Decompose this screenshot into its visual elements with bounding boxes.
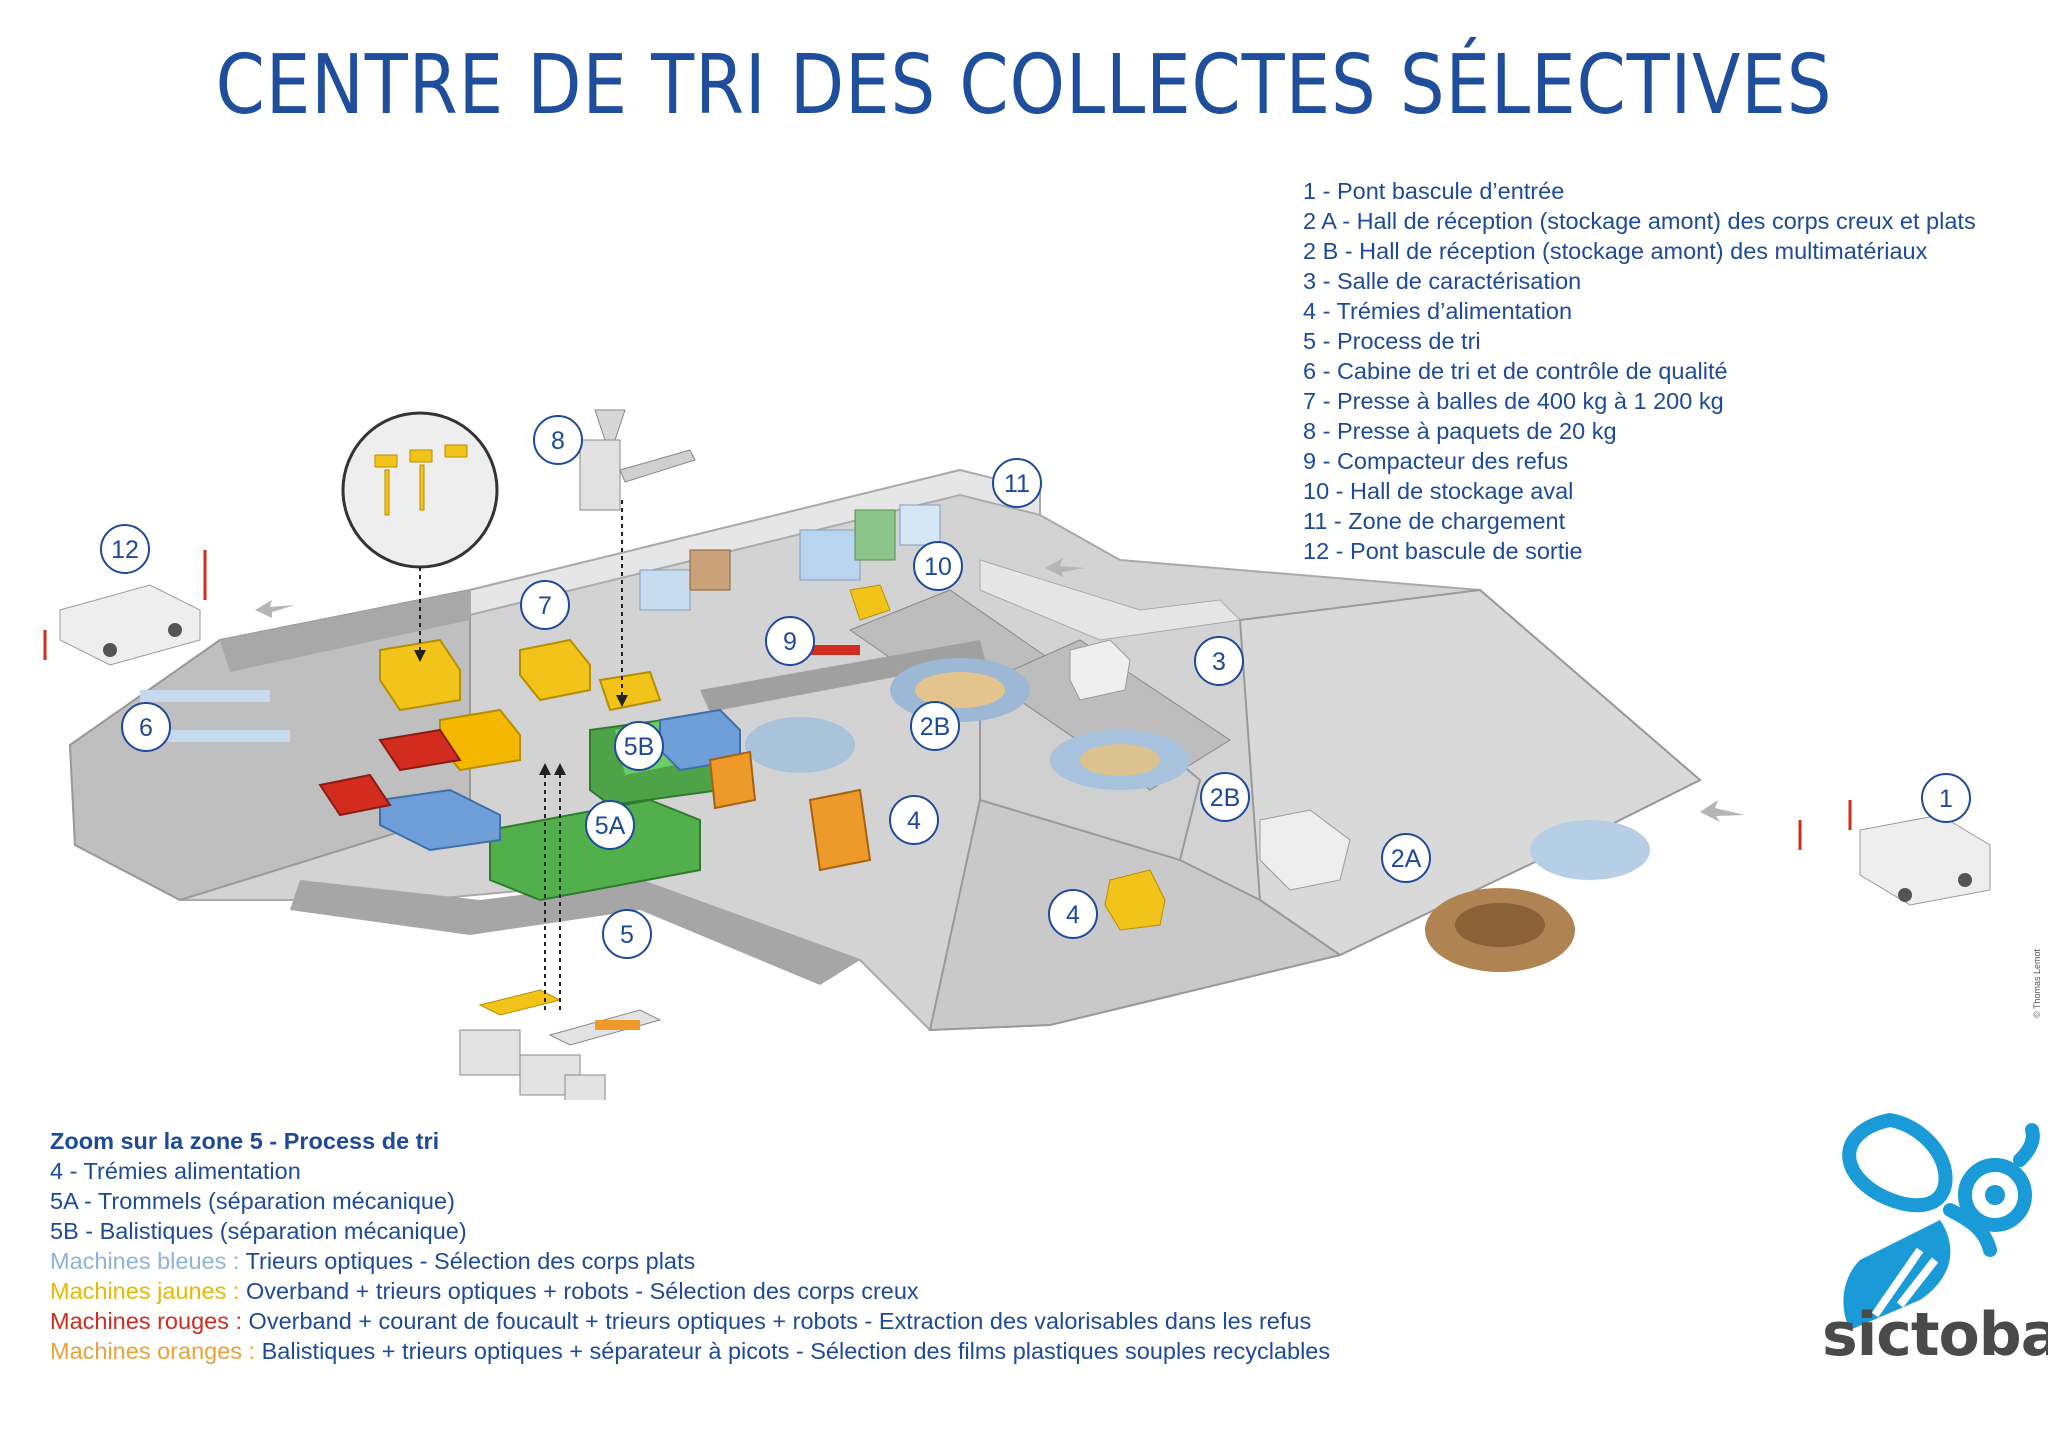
legend-item: 6 - Cabine de tri et de contrôle de qual… <box>1303 358 1728 384</box>
page-title: CENTRE DE TRI DES COLLECTES SÉLECTIVES <box>215 38 1833 133</box>
marker-8: 8 <box>533 415 583 465</box>
marker-5: 5 <box>602 909 652 959</box>
bottom-mechanism <box>459 989 662 1100</box>
blue-machines <box>140 690 741 852</box>
legend-item: 7 - Presse à balles de 400 kg à 1 200 kg <box>1303 388 1724 414</box>
flow-arrows <box>255 558 1745 822</box>
marker-4-upper: 4 <box>889 795 939 845</box>
svg-text:9: 9 <box>783 628 797 656</box>
marker-10: 10 <box>913 541 963 591</box>
waste-pile-5 <box>745 717 855 773</box>
marker-4-lower: 4 <box>1048 889 1098 939</box>
truck-right <box>1859 814 1991 906</box>
svg-text:6: 6 <box>139 714 153 742</box>
legend-item: 3 - Salle de caractérisation <box>1303 268 1582 294</box>
zoom-line: 4 - Trémies alimentation <box>50 1158 301 1184</box>
photo-credit: © Thomas Lemot <box>2032 949 2042 1018</box>
svg-text:2B: 2B <box>920 713 951 741</box>
yellow-machines <box>379 638 662 772</box>
svg-text:2B: 2B <box>1210 784 1241 812</box>
machine-color-label: Machines jaunes : <box>50 1278 240 1304</box>
back-wall <box>469 468 1041 617</box>
svg-text:5: 5 <box>620 921 634 949</box>
legend-item: 5 - Process de tri <box>1303 328 1481 354</box>
marker-9: 9 <box>765 616 815 666</box>
robot-arms <box>374 444 468 516</box>
svg-text:4: 4 <box>907 807 921 835</box>
sorting-center-illustration: 1 2A 2B 2B 3 4 4 5 5A 5B 6 7 8 9 10 11 1… <box>43 409 1991 1100</box>
machine-line: Machines rouges : Overband + courant de … <box>50 1306 1550 1336</box>
machine-line: Machines oranges : Balistiques + trieurs… <box>50 1336 1550 1366</box>
truck-center <box>1069 639 1351 891</box>
legend-list: 1 - Pont bascule d’entrée 2 A - Hall de r… <box>1303 176 2043 566</box>
machine-color-label: Machines bleues : <box>50 1248 240 1274</box>
red-machines <box>318 645 860 817</box>
svg-text:11: 11 <box>1004 470 1030 498</box>
orange-machines <box>708 750 872 872</box>
legend-item: 2 B - Hall de réception (stockage amont)… <box>1303 238 1928 264</box>
svg-text:10: 10 <box>924 553 952 581</box>
marker-2a: 2A <box>1381 833 1431 883</box>
legend-item: 10 - Hall de stockage aval <box>1303 478 1574 504</box>
machine-description: Trieurs optiques - Sélection des corps p… <box>239 1248 696 1274</box>
marker-11: 11 <box>992 458 1042 508</box>
svg-text:5A: 5A <box>595 812 626 840</box>
marker-1: 1 <box>1921 773 1971 823</box>
marker-6: 6 <box>121 702 171 752</box>
legend-item: 11 - Zone de chargement <box>1303 508 1566 534</box>
legend-item: 12 - Pont bascule de sortie <box>1303 538 1583 564</box>
svg-text:4: 4 <box>1066 901 1080 929</box>
marker-5b: 5B <box>614 721 664 771</box>
legend-item: 9 - Compacteur des refus <box>1303 448 1569 474</box>
svg-text:2A: 2A <box>1391 845 1422 873</box>
machine-description: Overband + courant de foucault + trieurs… <box>242 1308 1312 1334</box>
machine-color-label: Machines rouges : <box>50 1308 243 1334</box>
svg-text:1: 1 <box>1939 785 1953 813</box>
svg-text:7: 7 <box>538 592 552 620</box>
legend-item: 2 A - Hall de réception (stockage amont)… <box>1303 208 1976 234</box>
loader-yellow <box>1104 869 1166 931</box>
machine-line: Machines bleues : Trieurs optiques - Sél… <box>50 1246 1550 1276</box>
conveyor-main <box>290 880 860 985</box>
marker-3: 3 <box>1194 636 1244 686</box>
svg-text:5B: 5B <box>624 733 655 761</box>
marker-2b-lower: 2B <box>1200 772 1250 822</box>
machine-description: Overband + trieurs optiques + robots - S… <box>239 1278 919 1304</box>
svg-text:3: 3 <box>1212 648 1226 676</box>
zoom-section: Zoom sur la zone 5 - Process de tri 4 - … <box>50 1126 1550 1366</box>
entry-gate <box>1798 800 1852 850</box>
legend-item: 4 - Trémies d’alimentation <box>1303 298 1573 324</box>
logo-text: sictoba <box>1822 1300 2048 1370</box>
storage-bales <box>639 504 941 611</box>
marker-7: 7 <box>520 580 570 630</box>
baler-press-8 <box>579 409 696 511</box>
sictoba-logo-icon <box>1842 1112 2040 1330</box>
machine-description: Balistiques + trieurs optiques + séparat… <box>255 1338 1331 1364</box>
legend-item: 8 - Presse à paquets de 20 kg <box>1303 418 1617 444</box>
machine-color-label: Machines oranges : <box>50 1338 256 1364</box>
zoom-title: Zoom sur la zone 5 - Process de tri <box>50 1128 440 1154</box>
exit-gate <box>43 550 207 660</box>
svg-text:8: 8 <box>551 427 565 455</box>
legend-item: 1 - Pont bascule d’entrée <box>1303 178 1565 204</box>
marker-5a: 5A <box>585 800 635 850</box>
waste-pile-2a-blue <box>1530 820 1650 880</box>
truck-left <box>59 584 201 666</box>
machine-line: Machines jaunes : Overband + trieurs opt… <box>50 1276 1550 1306</box>
marker-12: 12 <box>100 524 150 574</box>
svg-text:12: 12 <box>111 536 139 564</box>
forklift <box>849 584 891 621</box>
zoom-line: 5B - Balistiques (séparation mécanique) <box>50 1218 467 1244</box>
marker-2b-upper: 2B <box>910 701 960 751</box>
zoom-line: 5A - Trommels (séparation mécanique) <box>50 1188 455 1214</box>
